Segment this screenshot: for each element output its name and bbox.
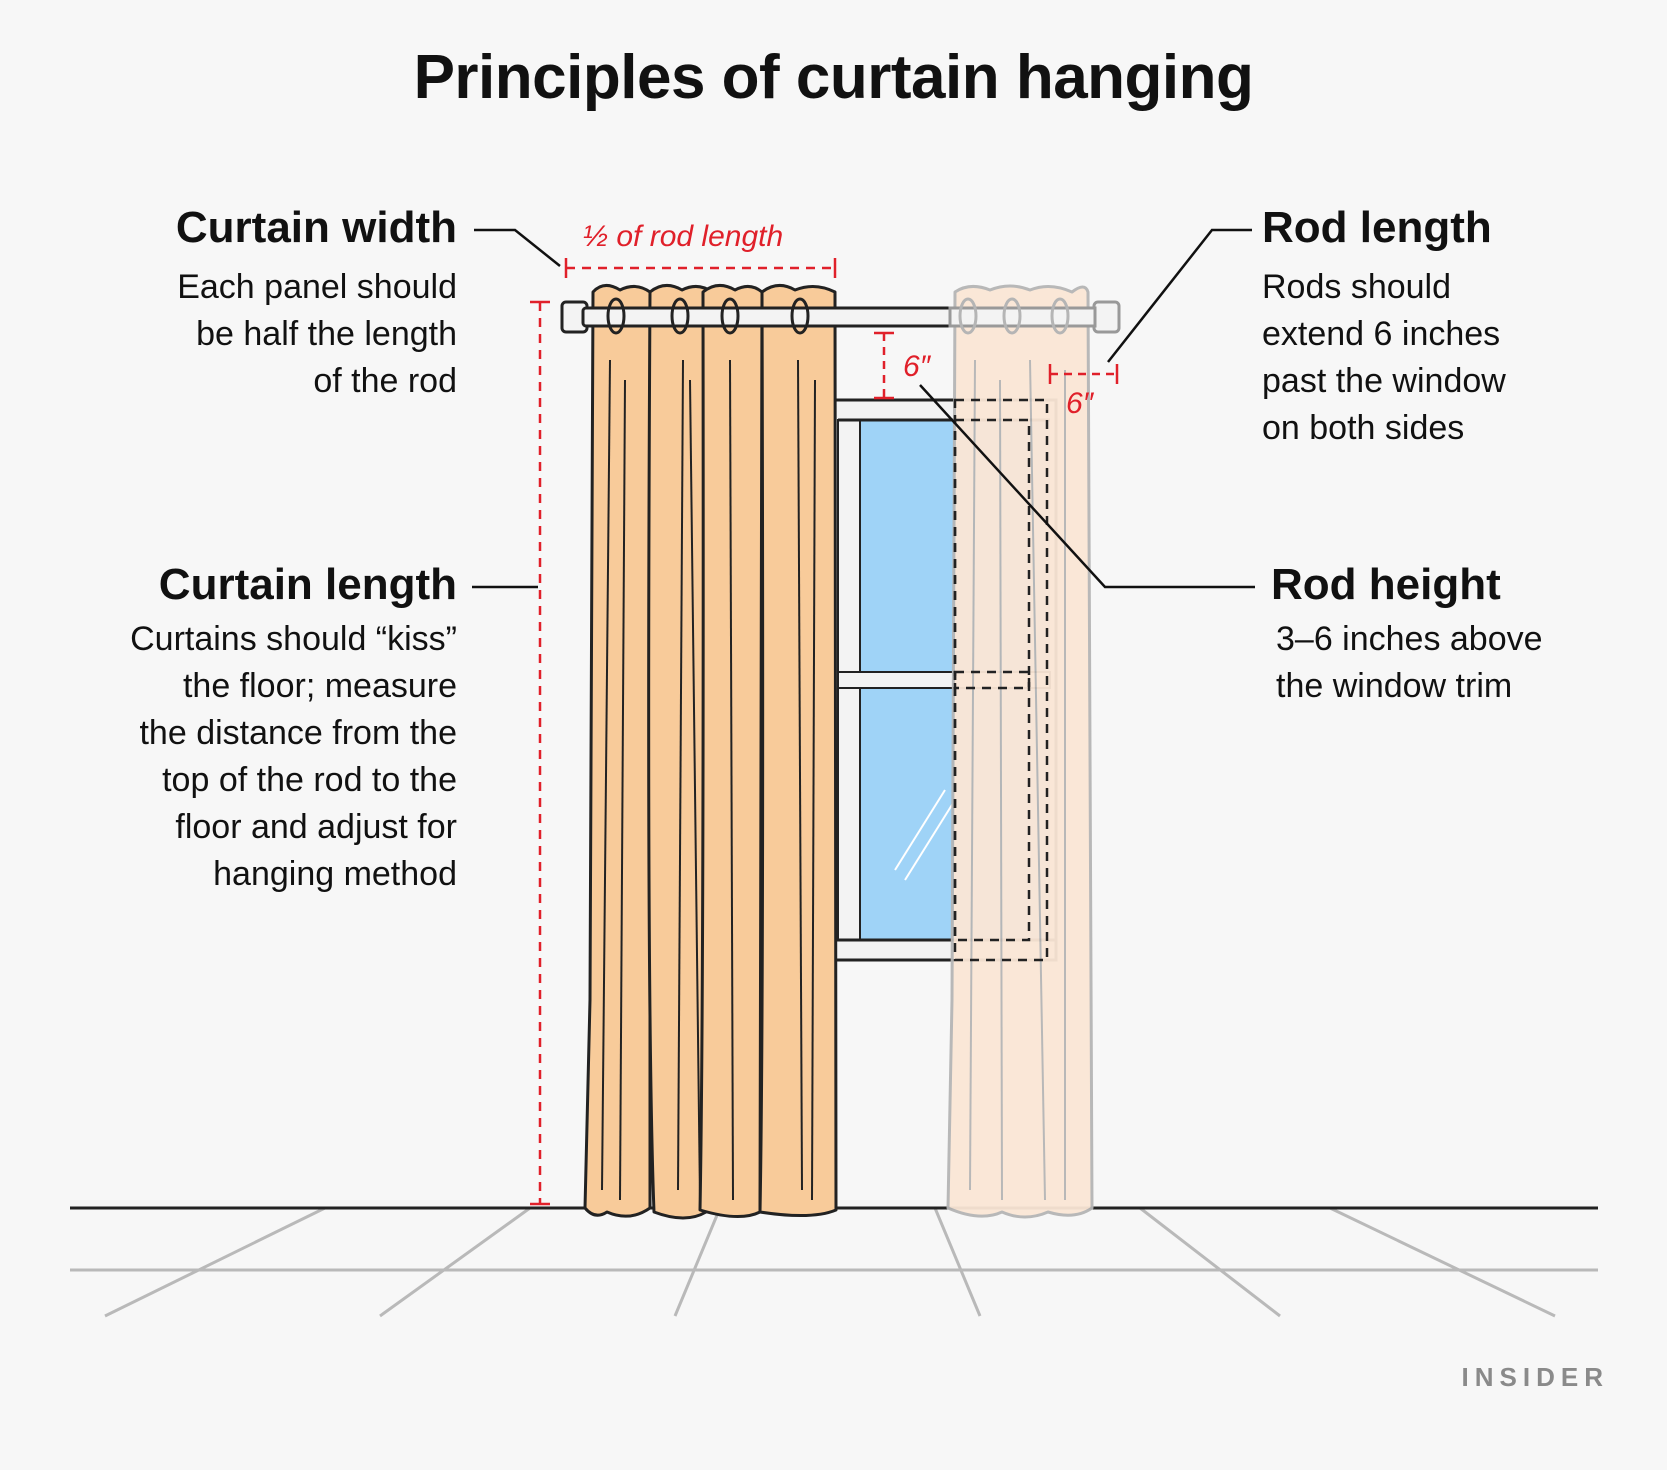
floor	[70, 1206, 1598, 1318]
hidden-window-outline	[953, 398, 1049, 962]
rod-extension-measure-label: 6″	[1066, 387, 1094, 420]
rod-height-measure-label: 6″	[903, 350, 931, 383]
curtain-width-text: Each panel should be half the length of …	[177, 268, 457, 400]
rod-length-text: Rods should extend 6 inches past the win…	[1262, 268, 1506, 447]
sheer-grommets	[958, 297, 1070, 335]
left-curtain	[583, 284, 838, 1220]
rod-length-heading: Rod length	[1262, 203, 1492, 252]
insider-logo: INSIDER	[1461, 1362, 1609, 1392]
curtain-length-heading: Curtain length	[158, 560, 457, 609]
measurement-guides	[530, 258, 1119, 1206]
leader-lines	[472, 228, 1255, 589]
curtain-rod	[560, 300, 1121, 334]
half-rod-label: ½ of rod length	[583, 220, 784, 253]
right-curtain	[946, 284, 1094, 1219]
grommets	[606, 297, 810, 335]
curtain-width-heading: Curtain width	[175, 203, 457, 252]
curtain-length-text: Curtains should “kiss” the floor; measur…	[130, 620, 457, 893]
page-title: Principles of curtain hanging	[413, 43, 1254, 112]
rod-height-heading: Rod height	[1271, 560, 1501, 609]
rod-height-text: 3–6 inches above the window trim	[1276, 620, 1543, 705]
